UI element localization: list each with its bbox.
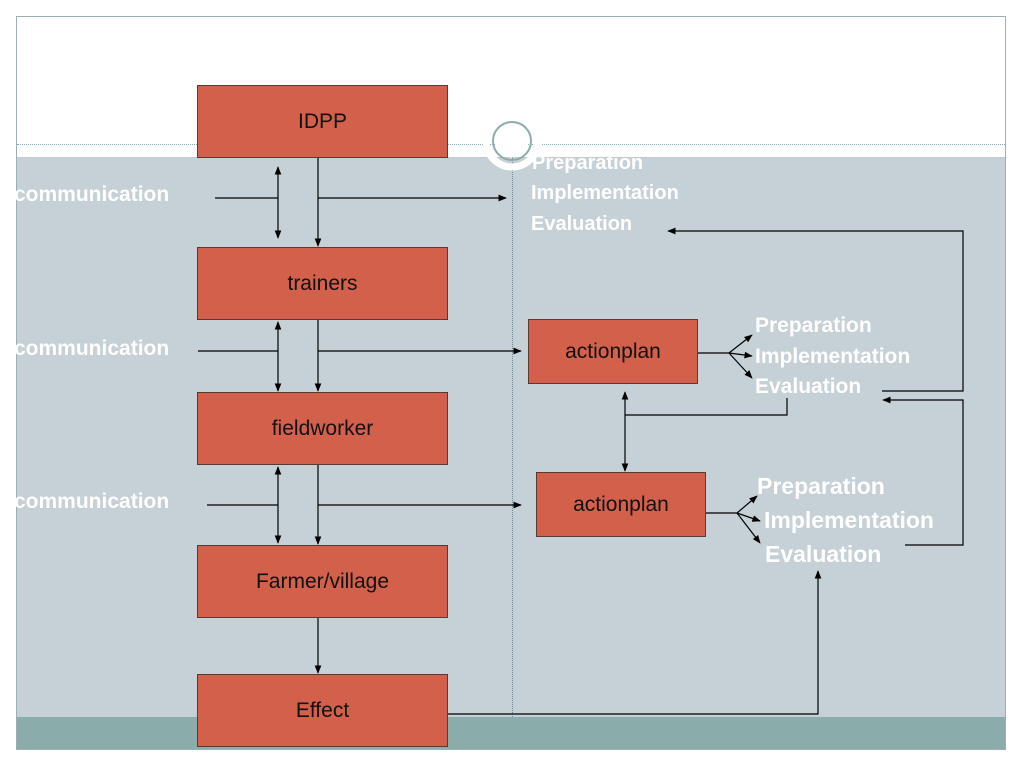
communication-label-1: communication: [14, 183, 170, 206]
phase-preparation-1: Preparation: [532, 152, 644, 174]
effect-box: Effect: [197, 674, 448, 747]
trainers-box: trainers: [197, 247, 448, 320]
phase-evaluation-2: Evaluation: [755, 375, 862, 398]
trainers-label: trainers: [287, 271, 358, 295]
phase-implementation-2: Implementation: [755, 345, 911, 368]
communication-label-2: communication: [14, 337, 170, 360]
effect-label: Effect: [295, 698, 350, 722]
phase-implementation-1: Implementation: [531, 182, 679, 204]
body-top-line: [17, 157, 1005, 158]
idpp-box: IDPP: [197, 85, 448, 158]
bottom-band: [17, 717, 1005, 749]
actionplan-label-1: actionplan: [565, 339, 661, 363]
farmer-village-label: Farmer/village: [255, 569, 390, 593]
column-divider: [512, 157, 513, 717]
phase-preparation-3: Preparation: [757, 473, 885, 499]
farmer-village-box: Farmer/village: [197, 545, 448, 618]
phase-preparation-2: Preparation: [755, 314, 872, 337]
decorative-circle-icon: [482, 111, 542, 171]
communication-label-3: communication: [14, 490, 170, 513]
fieldworker-box: fieldworker: [197, 392, 448, 465]
phase-implementation-3: Implementation: [764, 507, 934, 533]
actionplan-box-1: actionplan: [528, 319, 698, 384]
actionplan-box-2: actionplan: [536, 472, 706, 537]
idpp-label: IDPP: [297, 109, 347, 133]
phase-evaluation-1: Evaluation: [531, 213, 633, 235]
phase-evaluation-3: Evaluation: [765, 541, 882, 567]
actionplan-label-2: actionplan: [573, 492, 669, 516]
fieldworker-label: fieldworker: [271, 416, 374, 440]
slide-body-area: [17, 157, 1005, 717]
